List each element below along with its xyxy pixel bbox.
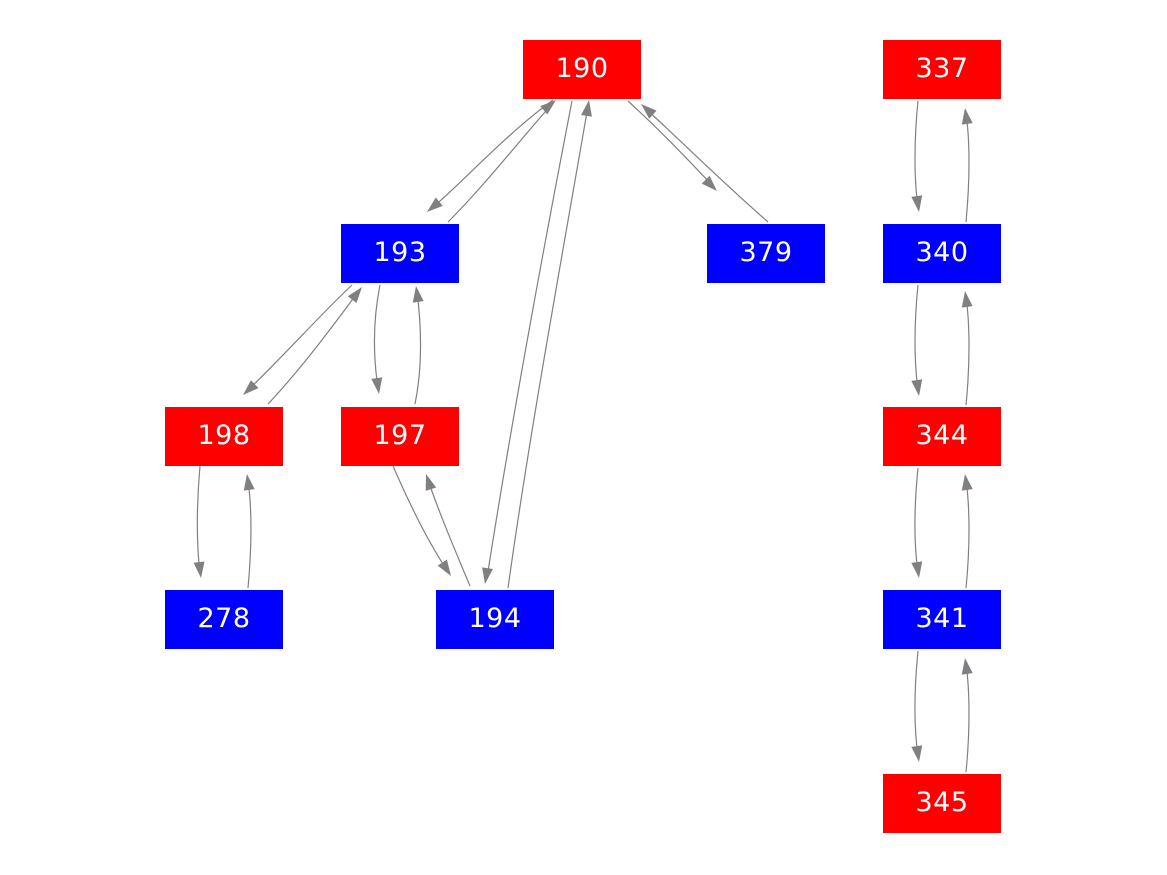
edge-341-to-344 (961, 474, 973, 589)
edge-198-to-193 (267, 287, 362, 405)
graph-node-193[interactable]: 193 (341, 224, 459, 283)
arrowhead-icon (911, 561, 923, 578)
arrowhead-icon (911, 195, 923, 212)
edge-194-to-197 (425, 474, 471, 587)
arrowhead-icon (412, 286, 424, 303)
arrowhead-icon (581, 100, 592, 117)
edge-198-to-278 (193, 465, 205, 578)
arrowhead-icon (961, 474, 973, 491)
edge-197-to-194 (392, 465, 451, 576)
arrowhead-icon (911, 745, 923, 762)
arrowhead-icon (961, 108, 973, 125)
edge-190-to-194 (482, 100, 573, 584)
graph-node-190[interactable]: 190 (523, 40, 641, 99)
edge-340-to-337 (961, 108, 973, 223)
arrowhead-icon (437, 559, 451, 576)
arrowhead-icon (347, 287, 362, 303)
arrowhead-icon (641, 104, 657, 119)
graph-node-379[interactable]: 379 (707, 224, 825, 283)
edge-194-to-190 (507, 100, 592, 589)
graph-node-340[interactable]: 340 (883, 224, 1001, 283)
edge-344-to-341 (911, 467, 923, 578)
graph-node-194[interactable]: 194 (436, 590, 554, 649)
arrowhead-icon (482, 567, 493, 584)
arrowhead-icon (193, 561, 205, 578)
edge-190-to-379 (627, 100, 717, 191)
graph-node-label: 379 (739, 237, 793, 268)
edge-193-to-197 (371, 284, 383, 394)
graph-node-label: 190 (555, 53, 609, 84)
graph-node-197[interactable]: 197 (341, 407, 459, 466)
edge-190-to-193 (427, 99, 554, 212)
graph-node-label: 341 (915, 603, 969, 634)
arrowhead-icon (961, 291, 973, 308)
graph-node-label: 278 (197, 603, 251, 634)
arrowhead-icon (911, 379, 923, 396)
edge-341-to-345 (911, 650, 923, 762)
edge-345-to-341 (961, 658, 973, 773)
graph-node-label: 340 (915, 237, 969, 268)
graph-node-label: 198 (197, 420, 251, 451)
edge-344-to-340 (961, 291, 973, 406)
graph-node-344[interactable]: 344 (883, 407, 1001, 466)
arrowhead-icon (425, 474, 437, 491)
edge-193-to-198 (243, 284, 353, 395)
edge-337-to-340 (911, 100, 923, 212)
edge-379-to-190 (641, 104, 769, 223)
graph-node-label: 337 (915, 53, 969, 84)
graph-node-label: 194 (468, 603, 522, 634)
graph-node-label: 193 (373, 237, 427, 268)
edge-340-to-344 (911, 284, 923, 396)
edge-197-to-193 (412, 286, 424, 405)
graph-node-278[interactable]: 278 (165, 590, 283, 649)
arrowhead-icon (243, 474, 255, 491)
edge-278-to-198 (243, 474, 255, 589)
graph-node-label: 197 (373, 420, 427, 451)
graph-node-198[interactable]: 198 (165, 407, 283, 466)
graph-node-345[interactable]: 345 (883, 774, 1001, 833)
graph-node-341[interactable]: 341 (883, 590, 1001, 649)
arrowhead-icon (243, 380, 259, 395)
graph-node-337[interactable]: 337 (883, 40, 1001, 99)
edge-193-to-190 (447, 100, 556, 223)
graph-node-label: 345 (915, 787, 969, 818)
arrowhead-icon (371, 377, 383, 394)
arrowhead-icon (701, 175, 717, 191)
graph-node-label: 344 (915, 420, 969, 451)
arrowhead-icon (961, 658, 973, 675)
arrowhead-icon (427, 197, 443, 212)
